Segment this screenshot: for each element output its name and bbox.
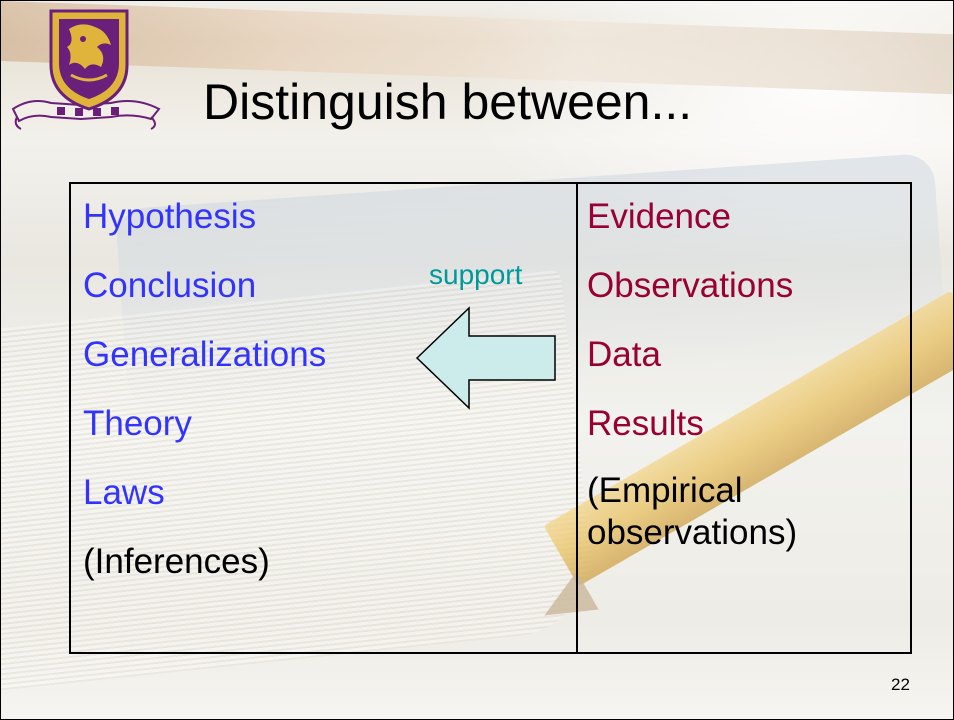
left-item-generalizations: Generalizations xyxy=(83,335,327,374)
left-arrow-icon xyxy=(415,306,556,410)
left-note-inferences: (Inferences) xyxy=(83,542,270,581)
university-crest-icon xyxy=(11,9,161,130)
right-note-empirical: (Empirical observations) xyxy=(587,471,798,552)
left-item-hypothesis: Hypothesis xyxy=(83,197,257,236)
support-label: support xyxy=(429,259,523,290)
right-column: Evidence Observations Data Results (Empi… xyxy=(587,182,887,554)
slide-title: Distinguish between... xyxy=(203,74,693,130)
right-item-observations: Observations xyxy=(587,266,794,305)
left-item-conclusion: Conclusion xyxy=(83,266,257,305)
page-number: 22 xyxy=(891,675,910,694)
right-item-data: Data xyxy=(587,335,661,374)
left-column: Hypothesis Conclusion Generalizations Th… xyxy=(83,182,326,596)
left-item-theory: Theory xyxy=(83,404,192,443)
left-item-laws: Laws xyxy=(83,473,165,512)
table-divider xyxy=(576,182,578,654)
right-item-results: Results xyxy=(587,404,704,443)
comparison-table xyxy=(69,182,912,654)
right-item-evidence: Evidence xyxy=(587,197,731,236)
